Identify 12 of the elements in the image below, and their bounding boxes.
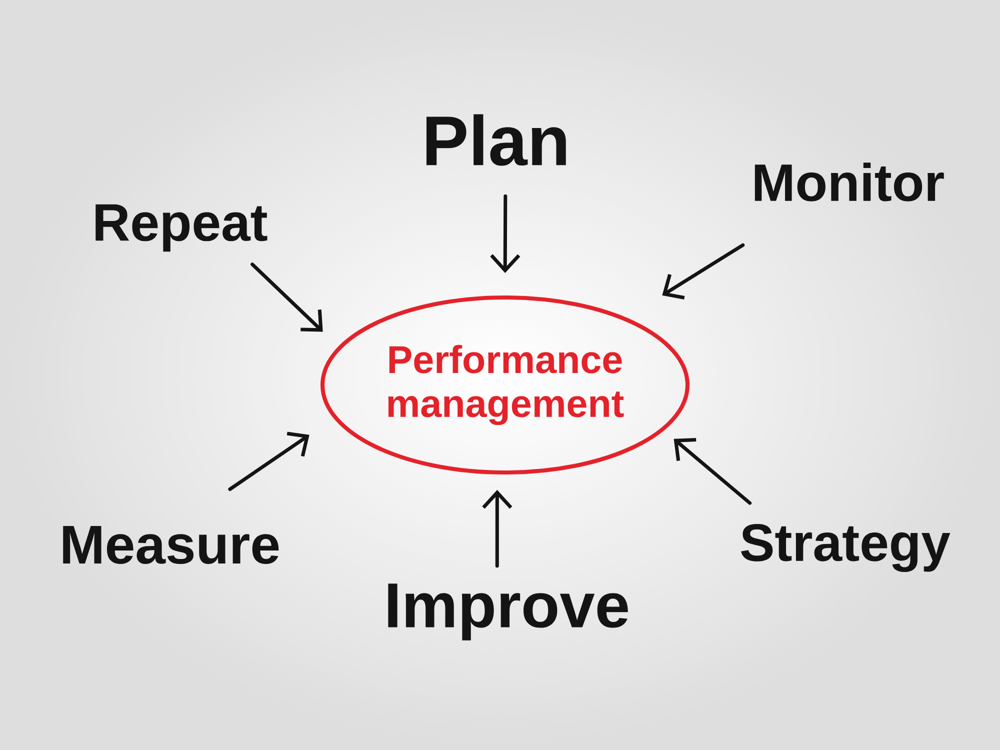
arrow — [662, 243, 745, 300]
arrow — [250, 262, 323, 332]
arrow — [490, 194, 520, 273]
keyword: Improve — [388, 584, 628, 640]
keyword: Measure — [63, 526, 279, 564]
arrow — [674, 438, 752, 505]
keyword: Plan — [426, 114, 566, 166]
keyword: Strategy — [741, 524, 950, 572]
keyword: Monitor — [754, 162, 944, 202]
keyword: Repeat — [96, 204, 268, 252]
arrow — [482, 490, 512, 568]
arrow — [228, 432, 310, 491]
